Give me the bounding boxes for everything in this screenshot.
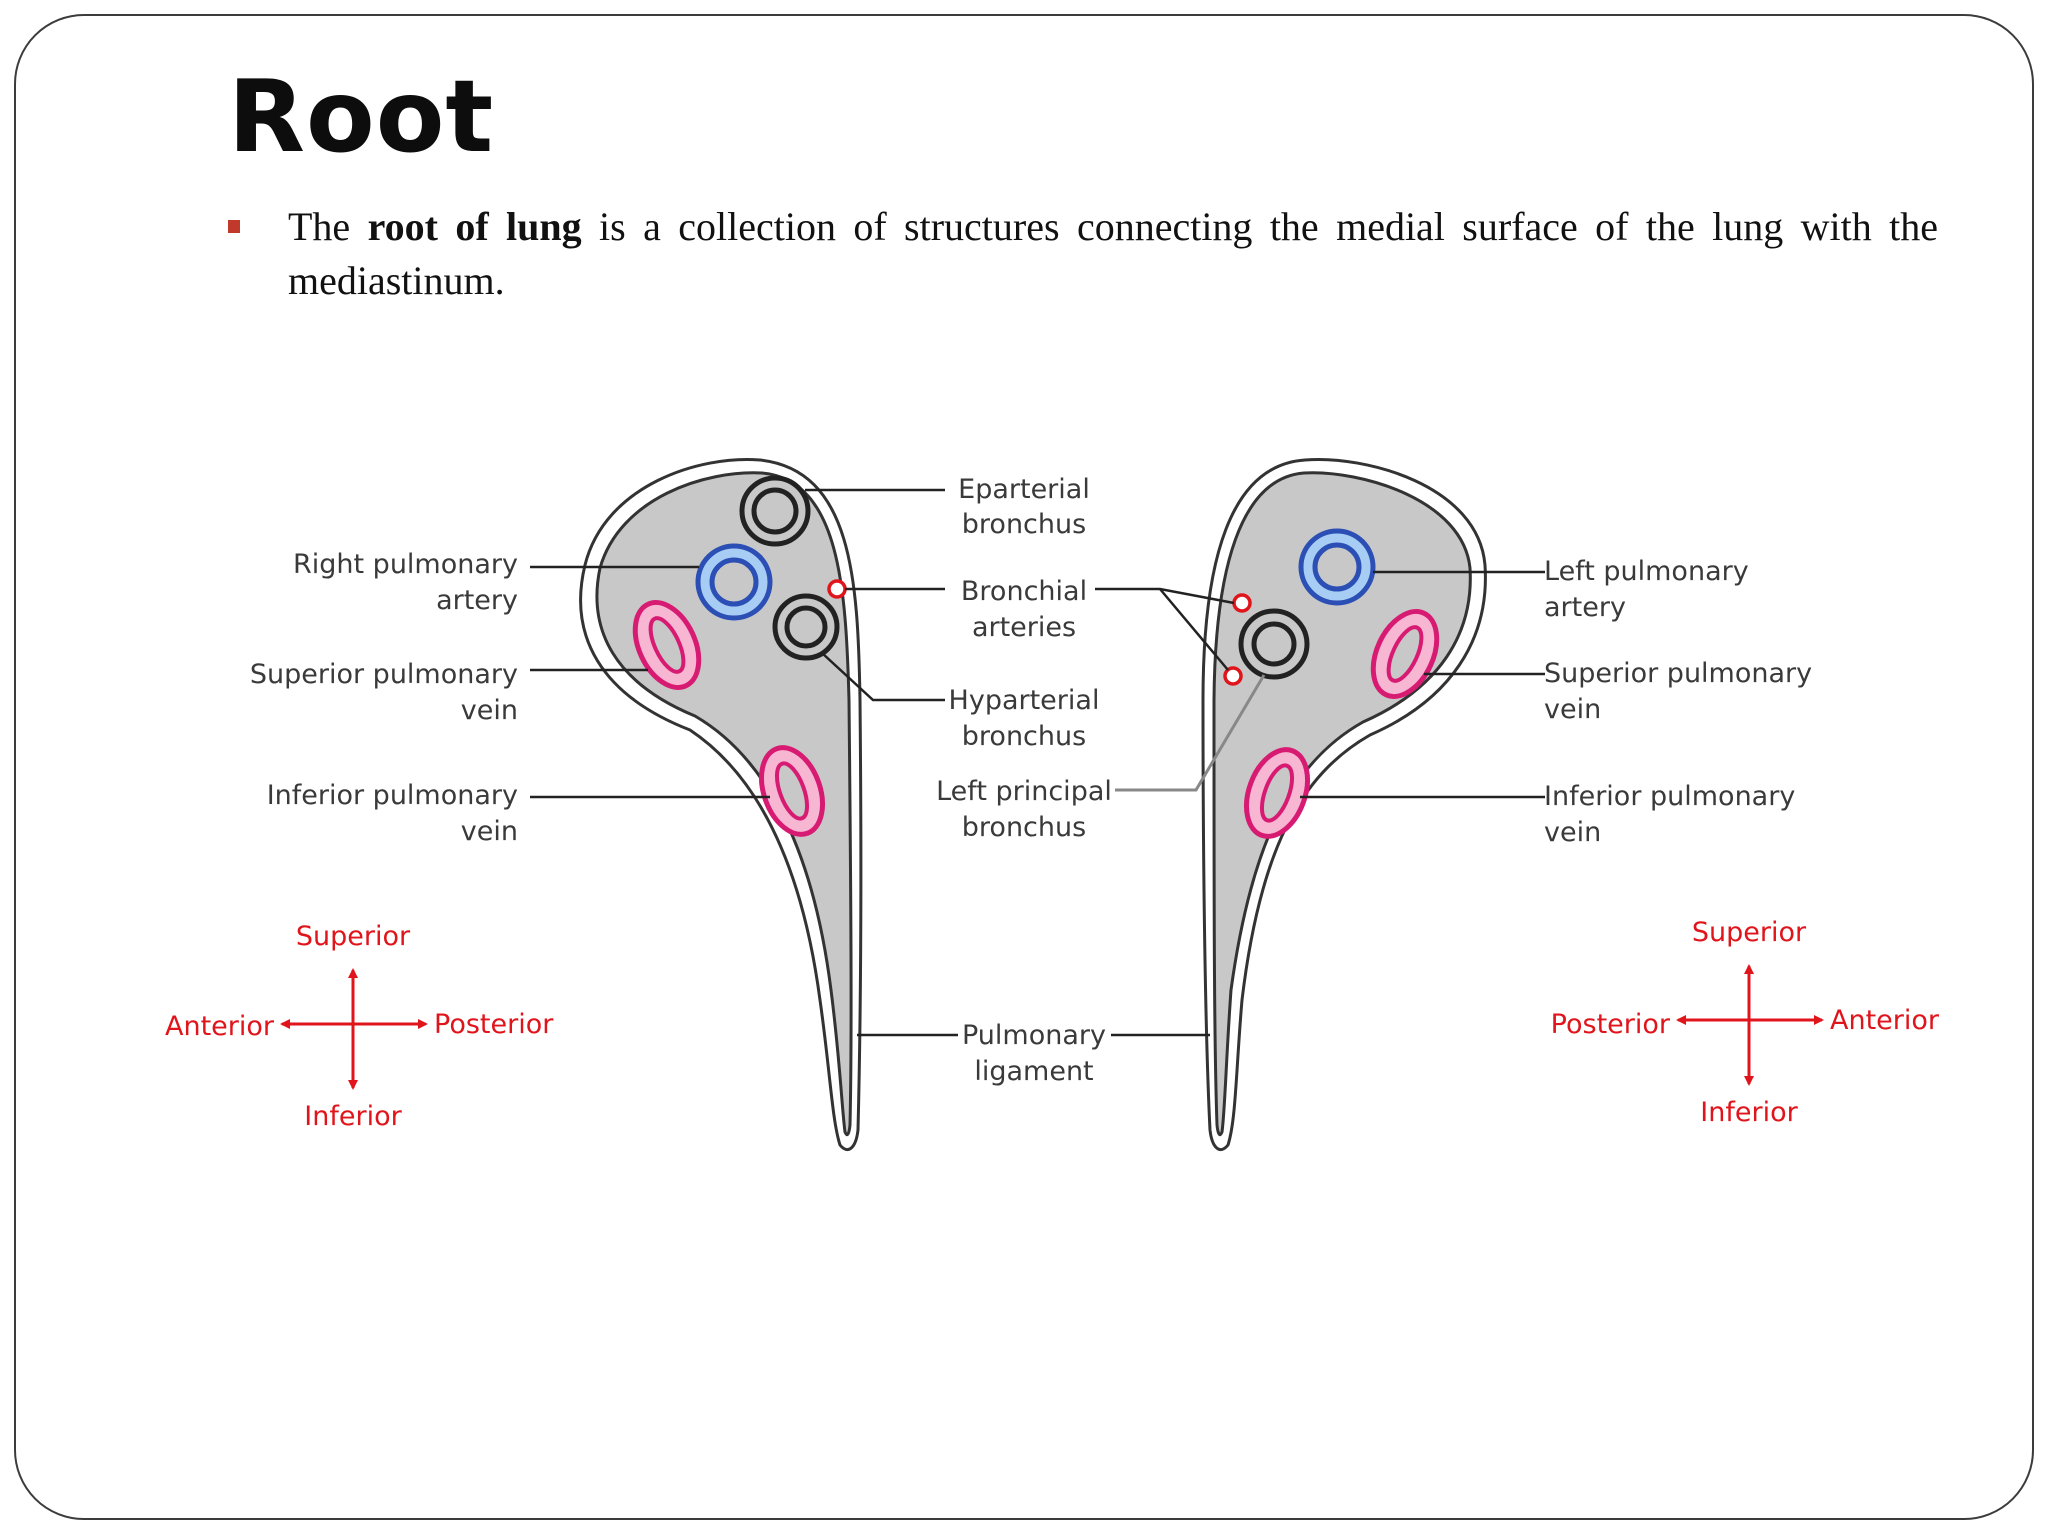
- left-lung-root: [1201, 457, 1487, 1151]
- bronchial-artery-icon: [827, 579, 847, 599]
- compass-right-posterior: Posterior: [434, 1009, 554, 1040]
- hyparterial-bronchus-icon: [772, 593, 840, 661]
- label-eparterial-1: Eparterial: [958, 474, 1090, 505]
- compass-right-inferior: Inferior: [304, 1101, 402, 1132]
- label-sup-pv-left-2: vein: [1544, 694, 1601, 725]
- bullet-text: The root of lung is a collection of stru…: [288, 200, 1938, 308]
- label-sup-pv-right-2: vein: [461, 695, 518, 726]
- right-superior-pulmonary-vein-icon: [632, 600, 702, 690]
- compass-left-posterior: Posterior: [1551, 1009, 1671, 1040]
- compass-right-anterior: Anterior: [165, 1011, 275, 1042]
- label-left-pa-2: artery: [1544, 592, 1626, 623]
- compass-left-superior: Superior: [1692, 917, 1807, 948]
- label-bronchial-1: Bronchial: [961, 576, 1087, 607]
- label-inf-pv-left-2: vein: [1544, 817, 1601, 848]
- label-inf-pv-right-1: Inferior pulmonary: [267, 780, 518, 811]
- leader-lines: [530, 488, 1545, 1037]
- slide-frame: [14, 14, 2034, 1520]
- leader-bronchial-left-lower: [1159, 588, 1229, 671]
- left-principal-bronchus-icon: [1238, 608, 1310, 680]
- label-eparterial-2: bronchus: [962, 509, 1086, 540]
- slide-title: Root: [228, 58, 495, 175]
- compass-left-anterior: Anterior: [1830, 1005, 1940, 1036]
- label-sup-pv-left-1: Superior pulmonary: [1544, 658, 1812, 689]
- label-right-pa-1: Right pulmonary: [293, 549, 518, 580]
- right-lung-root: [579, 457, 863, 1151]
- left-lung-labels: Left pulmonary artery Superior pulmonary…: [1544, 556, 1812, 848]
- bullet-suffix: is a collection of structures connecting…: [288, 204, 1939, 303]
- right-lung-labels: Right pulmonary artery Superior pulmonar…: [250, 549, 518, 847]
- right-pulmonary-artery-icon: [695, 543, 773, 621]
- leader-hyparterial: [821, 652, 945, 702]
- eparterial-bronchus-icon: [739, 475, 811, 547]
- compass-left-lung: [1676, 964, 1824, 1086]
- label-inf-pv-right-2: vein: [461, 816, 518, 847]
- label-left-pa-1: Left pulmonary: [1544, 556, 1749, 587]
- left-inferior-pulmonary-vein-icon: [1244, 747, 1310, 839]
- bullet-marker-icon: [228, 220, 240, 233]
- left-bronchial-artery-upper-icon: [1232, 593, 1252, 613]
- label-right-pa-2: artery: [436, 585, 518, 616]
- bullet-item: The root of lung is a collection of stru…: [228, 200, 1938, 308]
- left-bronchial-artery-lower-icon: [1223, 666, 1243, 686]
- left-pulmonary-artery-icon: [1298, 528, 1376, 606]
- label-pulm-lig-1: Pulmonary: [962, 1020, 1106, 1051]
- bullet-bold-term: root of lung: [367, 204, 582, 249]
- label-sup-pv-right-1: Superior pulmonary: [250, 659, 518, 690]
- label-inf-pv-left-1: Inferior pulmonary: [1544, 781, 1795, 812]
- bullet-prefix: The: [288, 204, 368, 249]
- compass-right-lung: [280, 968, 428, 1090]
- center-labels: Eparterial bronchus Bronchial arteries H…: [936, 474, 1112, 1087]
- label-bronchial-2: arteries: [972, 612, 1076, 643]
- label-left-principal-2: bronchus: [962, 812, 1086, 843]
- label-hyparterial-1: Hyparterial: [949, 685, 1100, 716]
- label-pulm-lig-2: ligament: [974, 1056, 1093, 1087]
- label-left-principal-1: Left principal: [936, 776, 1112, 807]
- leader-left-principal: [1115, 674, 1266, 792]
- compass-right-superior: Superior: [296, 921, 411, 952]
- label-hyparterial-2: bronchus: [962, 721, 1086, 752]
- right-inferior-pulmonary-vein-icon: [759, 745, 825, 837]
- compass-left-inferior: Inferior: [1700, 1097, 1798, 1128]
- left-superior-pulmonary-vein-icon: [1370, 609, 1440, 699]
